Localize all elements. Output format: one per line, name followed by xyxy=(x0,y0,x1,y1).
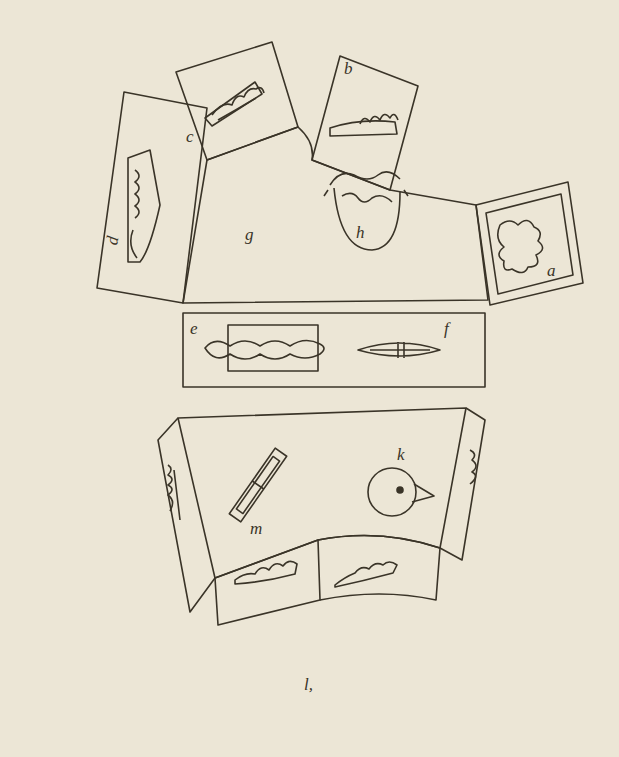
bottom-flap xyxy=(318,536,440,601)
figure-drawing xyxy=(358,342,440,358)
panel-outline xyxy=(183,313,485,387)
panel-letter: k xyxy=(397,446,405,463)
figure-drawing xyxy=(235,561,297,584)
figure-drawing xyxy=(131,170,139,258)
panel-outline xyxy=(176,42,298,160)
panel-inner-frame xyxy=(486,194,573,294)
beak-drawing xyxy=(412,484,434,502)
figure-drawing xyxy=(360,114,398,124)
panel-outline xyxy=(312,56,418,190)
shield-outline xyxy=(334,188,400,250)
panel-letter: g xyxy=(245,226,254,243)
figure-drawing xyxy=(335,562,397,587)
panel-letter: f xyxy=(444,320,449,337)
side-flap xyxy=(158,418,215,612)
panel-letter: h xyxy=(356,224,365,241)
figure-drawing xyxy=(498,220,543,272)
figure-drawing xyxy=(168,465,180,520)
panel-letter: d xyxy=(103,235,121,246)
eye-dot xyxy=(397,487,403,493)
head-outline xyxy=(368,468,416,516)
panel-letter: e xyxy=(190,320,198,337)
panel-letter: c xyxy=(186,128,194,145)
figure-drawing xyxy=(470,450,476,484)
bottom-flap xyxy=(215,540,320,625)
figure-frame xyxy=(228,325,318,371)
panel-letter: m xyxy=(250,520,262,537)
panel-outline xyxy=(476,182,583,305)
panel-outline xyxy=(178,408,466,578)
figure-outline xyxy=(128,150,160,262)
panel-letter: b xyxy=(344,60,353,77)
panel-outline xyxy=(97,92,207,303)
panel-letter: a xyxy=(547,262,556,279)
side-flap xyxy=(440,408,485,560)
figure-outline xyxy=(330,121,397,136)
panel-outline xyxy=(183,127,488,303)
panel-letter: l, xyxy=(304,676,313,693)
rod-figure xyxy=(229,448,286,522)
figure-drawing xyxy=(205,340,324,359)
figure-drawing xyxy=(324,172,408,202)
figure-drawing xyxy=(212,88,264,120)
